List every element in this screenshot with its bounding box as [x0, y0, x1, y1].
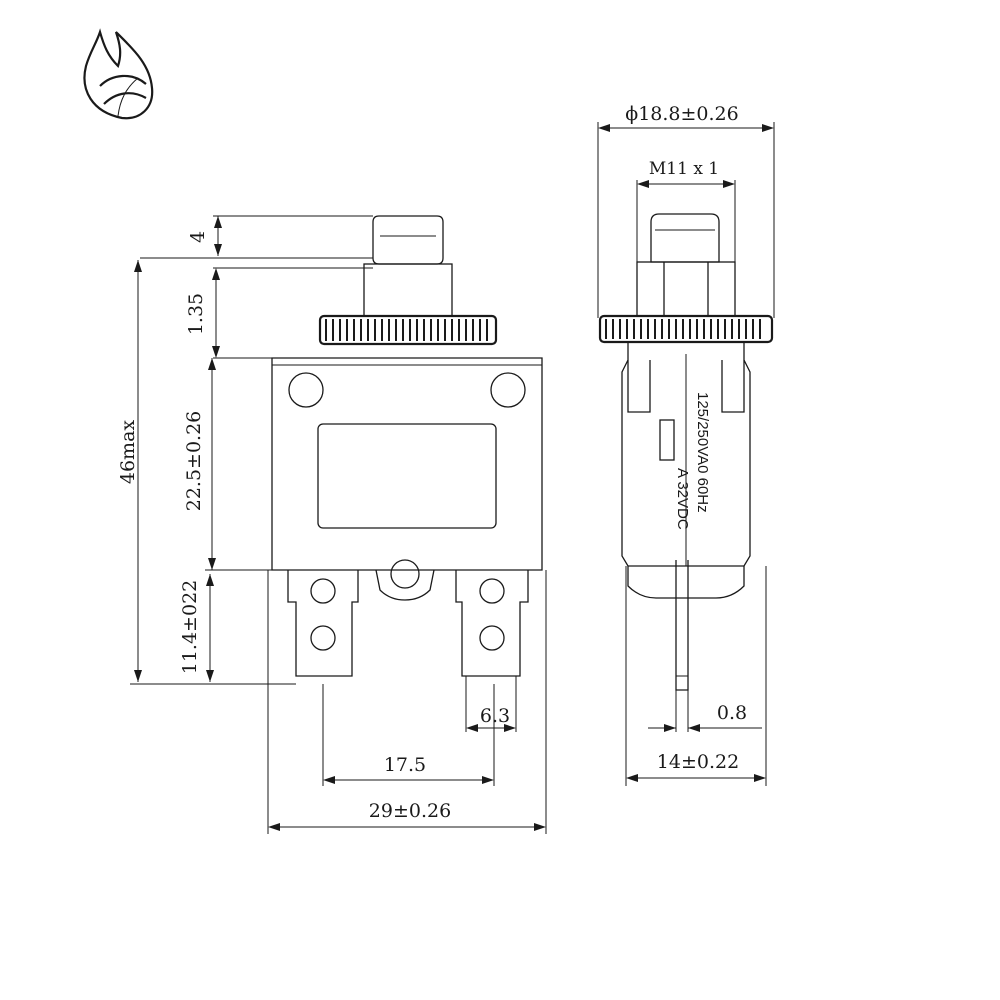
- dim-overall-height: 46max: [117, 420, 139, 485]
- rating-label-line2: A 32VDC: [674, 468, 691, 530]
- side-hex-nut: [636, 261, 736, 317]
- side-body: [621, 342, 751, 599]
- label-window: [317, 423, 497, 529]
- dim-button-height: 4: [187, 231, 209, 243]
- dim-terminal-height: 11.4±022: [179, 580, 201, 675]
- dim-terminal-thickness: 0.8: [717, 702, 747, 724]
- knurled-nut: [318, 314, 498, 346]
- rating-label-line1: 125/250VA0 60Hz: [694, 392, 711, 513]
- dim-body-width: 29±0.26: [369, 800, 451, 822]
- side-terminal: [675, 560, 689, 691]
- reset-button: [372, 215, 444, 265]
- dim-terminal-spacing: 17.5: [384, 754, 426, 776]
- dim-body-depth: 14±0.22: [657, 751, 739, 773]
- dim-nut-diameter: ϕ18.8±0.26: [625, 103, 738, 125]
- terminal-right: [455, 570, 529, 677]
- dim-collar-height: 1.35: [185, 293, 207, 335]
- terminal-left: [287, 570, 359, 677]
- side-view: 125/250VA0 60Hz A 32VDC ϕ18.8±0.26 M11 x…: [597, 103, 775, 786]
- flame-leaf-logo: [83, 28, 154, 120]
- dim-body-height: 22.5±0.26: [183, 411, 205, 512]
- side-knurled-nut: [598, 314, 774, 344]
- breaker-body: [271, 357, 543, 571]
- side-button: [650, 213, 720, 263]
- center-mount: [375, 559, 435, 601]
- dim-thread: M11 x 1: [649, 159, 719, 179]
- front-view: 4 1.35 46max 22.5±0.26 11.4±022 6.3 17.5…: [117, 215, 547, 834]
- dim-terminal-width: 6.3: [480, 705, 510, 727]
- collar: [363, 263, 453, 317]
